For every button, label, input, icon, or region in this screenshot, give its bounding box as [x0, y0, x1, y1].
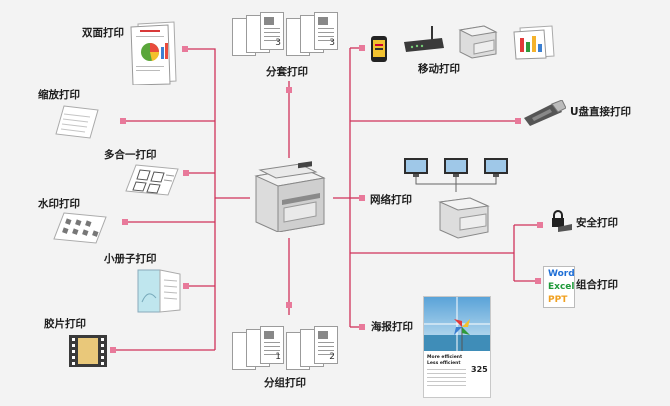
- connector-node: [183, 170, 189, 176]
- connector-node: [535, 278, 541, 284]
- smartphone-icon: [368, 34, 390, 64]
- group-page-number: 1: [275, 352, 281, 362]
- label-watermark-print: 水印打印: [38, 198, 80, 210]
- label-combo-print: 组合打印: [576, 279, 618, 291]
- office-documents-box: Word Excel PPT: [543, 266, 575, 308]
- label-booklet-print: 小册子打印: [104, 253, 157, 265]
- office-app-word: Word: [548, 269, 575, 279]
- label-group-print: 分组打印: [264, 377, 306, 389]
- duplex-document-illustration: [128, 21, 178, 86]
- poster-number: 325: [471, 365, 488, 374]
- label-reduce-print: 缩放打印: [38, 89, 80, 101]
- watermark-page-illustration: [52, 211, 108, 245]
- label-mobile-print: 移动打印: [418, 63, 460, 75]
- printer-icon: [250, 160, 330, 233]
- connector-node: [515, 118, 521, 124]
- color-prints-illustration: [512, 24, 556, 60]
- connector-node: [110, 347, 116, 353]
- connector-node: [122, 219, 128, 225]
- network-printing-illustration: [400, 154, 512, 240]
- collate-page-number: 3: [329, 38, 335, 48]
- label-usb-print: U盘直接打印: [570, 106, 632, 118]
- label-nup-print: 多合一打印: [104, 149, 157, 161]
- film-strip-icon: [68, 333, 108, 369]
- office-app-excel: Excel: [548, 282, 575, 292]
- collate-page-number: 3: [275, 38, 281, 48]
- connector-node: [286, 87, 292, 93]
- label-poster-print: 海报打印: [371, 321, 413, 333]
- nup-page-illustration: [124, 163, 180, 197]
- label-duplex-print: 双面打印: [82, 27, 124, 39]
- connector-node: [359, 45, 365, 51]
- connector-node: [537, 222, 543, 228]
- office-app-ppt: PPT: [548, 295, 568, 305]
- group-sheet: 1: [260, 326, 284, 364]
- label-collate-print: 分套打印: [266, 66, 308, 78]
- label-secure-print: 安全打印: [576, 217, 618, 229]
- poster-headline-2: Less efficient: [427, 361, 461, 366]
- router-icon: [402, 24, 446, 56]
- collate-pages-illustration: 123123: [230, 12, 338, 60]
- booklet-illustration: [134, 268, 182, 314]
- reduce-page-illustration: [54, 104, 100, 140]
- group-sheet: 2: [314, 326, 338, 364]
- poster-illustration: More efficient Less efficient 325: [423, 296, 491, 398]
- poster-headline-1: More efficient: [427, 355, 463, 360]
- group-pages-illustration: 111222: [230, 326, 338, 374]
- connector-node: [120, 118, 126, 124]
- connector-node: [359, 195, 365, 201]
- connector-line: [185, 48, 216, 350]
- collate-sheet: 3: [314, 12, 338, 50]
- lock-keyboard-icon: [546, 210, 572, 232]
- label-film-print: 胶片打印: [44, 318, 86, 330]
- group-page-number: 2: [329, 352, 335, 362]
- connector-node: [286, 302, 292, 308]
- usb-drive-icon: [522, 99, 567, 126]
- collate-sheet: 3: [260, 12, 284, 50]
- label-network-print: 网络打印: [370, 194, 412, 206]
- mobile-printer-icon: [456, 20, 498, 60]
- connector-node: [182, 46, 188, 52]
- connector-node: [183, 283, 189, 289]
- connector-node: [359, 324, 365, 330]
